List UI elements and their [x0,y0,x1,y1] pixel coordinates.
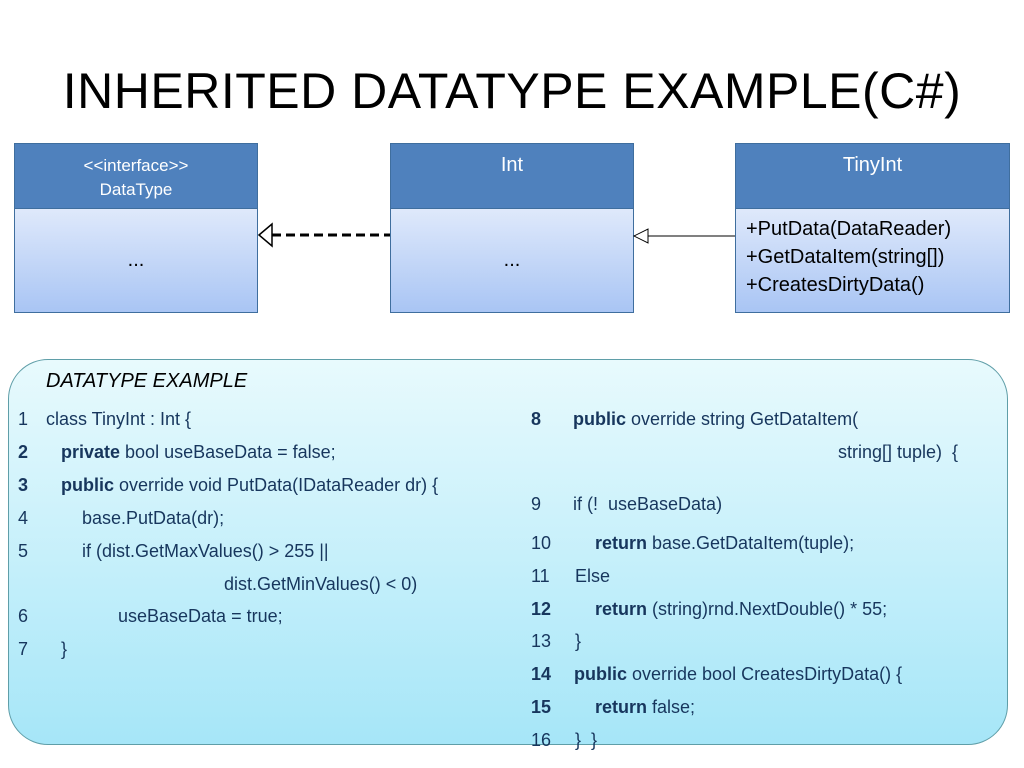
line-number: 6 [18,606,29,626]
line-number: 13 [531,631,552,651]
inheritance-arrow [632,228,735,244]
line-number: 16 [531,730,552,750]
uml-class-datatype-header: <<interface>> DataType [15,144,257,209]
code-line: } } [575,730,597,751]
code-text: if (! useBaseData) [573,494,723,514]
keyword: return [595,533,648,553]
code-line: dist.GetMinValues() < 0) [224,574,417,595]
code-text: string[] tuple) { [838,442,959,462]
code-line: if (! useBaseData) [573,494,722,515]
code-text: } [575,631,582,651]
code-line: string[] tuple) { [838,442,958,463]
uml-class-tinyint-body: +PutData(DataReader) +GetDataItem(string… [736,209,1009,312]
tinyint-method: +PutData(DataReader) [746,218,952,240]
code-line: } [575,631,581,652]
code-line: private bool useBaseData = false; [61,442,336,463]
code-text: base.PutData(dr); [82,508,225,528]
code-line: } [61,639,67,660]
code-text: (string)rnd.NextDouble() * 55; [647,599,888,619]
uml-class-int-header: Int [391,144,633,209]
int-body-text: ... [503,249,521,271]
line-number: 15 [531,697,552,717]
code-text: false; [647,697,696,717]
keyword: return [595,599,648,619]
line-number: 14 [531,664,552,684]
line-number: 5 [18,541,29,561]
code-line: public override bool CreatesDirtyData() … [574,664,902,685]
code-panel-title: DATATYPE EXAMPLE [46,370,248,392]
code-text: override void PutData(IDataReader dr) { [114,475,439,495]
code-line: base.PutData(dr); [82,508,224,529]
tinyint-method: +GetDataItem(string[]) [746,246,945,268]
code-text: dist.GetMinValues() < 0) [224,574,418,594]
uml-class-datatype-body: ... [15,209,257,312]
tinyint-method: +CreatesDirtyData() [746,274,925,296]
line-number: 2 [18,442,29,462]
line-number: 4 [18,508,29,528]
code-line: class TinyInt : Int { [46,409,191,430]
datatype-stereotype: <<interface>> [83,156,189,175]
line-number: 12 [531,599,552,619]
uml-class-int: Int ... [390,143,634,313]
code-text: override string GetDataItem( [626,409,859,429]
line-number: 3 [18,475,29,495]
code-text: override bool CreatesDirtyData() { [627,664,903,684]
code-line: useBaseData = true; [118,606,283,627]
code-line: return base.GetDataItem(tuple); [595,533,854,554]
keyword: return [595,697,648,717]
keyword: public [573,409,626,429]
code-line: public override string GetDataItem( [573,409,858,430]
line-number: 7 [18,639,29,659]
keyword: public [574,664,627,684]
line-number: 11 [531,566,550,586]
code-text: class TinyInt : Int { [46,409,192,429]
keyword: public [61,475,114,495]
uml-class-datatype: <<interface>> DataType ... [14,143,258,313]
int-name: Int [500,154,524,176]
code-text: base.GetDataItem(tuple); [647,533,855,553]
line-number: 9 [531,494,542,514]
code-text: if (dist.GetMaxValues() > 255 || [82,541,329,561]
code-line: Else [575,566,610,587]
line-number: 10 [531,533,552,553]
line-number: 1 [18,409,29,429]
datatype-body-text: ... [127,249,145,271]
uml-class-tinyint-header: TinyInt [736,144,1009,209]
code-text: } } [575,730,598,750]
slide-title: INHERITED DATATYPE EXAMPLE(C#) [62,63,962,119]
uml-class-int-body: ... [391,209,633,312]
code-text: bool useBaseData = false; [120,442,336,462]
keyword: private [61,442,121,462]
code-line: if (dist.GetMaxValues() > 255 || [82,541,329,562]
code-panel [8,359,1008,745]
line-number: 8 [531,409,542,429]
datatype-name: DataType [99,180,173,199]
uml-class-tinyint: TinyInt +PutData(DataReader) +GetDataIte… [735,143,1010,313]
code-text: Else [575,566,611,586]
code-line: return (string)rnd.NextDouble() * 55; [595,599,887,620]
code-line: return false; [595,697,695,718]
realization-arrow [257,222,390,248]
code-text: useBaseData = true; [118,606,283,626]
code-line: public override void PutData(IDataReader… [61,475,438,496]
tinyint-name: TinyInt [842,154,903,176]
code-text: } [61,639,68,659]
